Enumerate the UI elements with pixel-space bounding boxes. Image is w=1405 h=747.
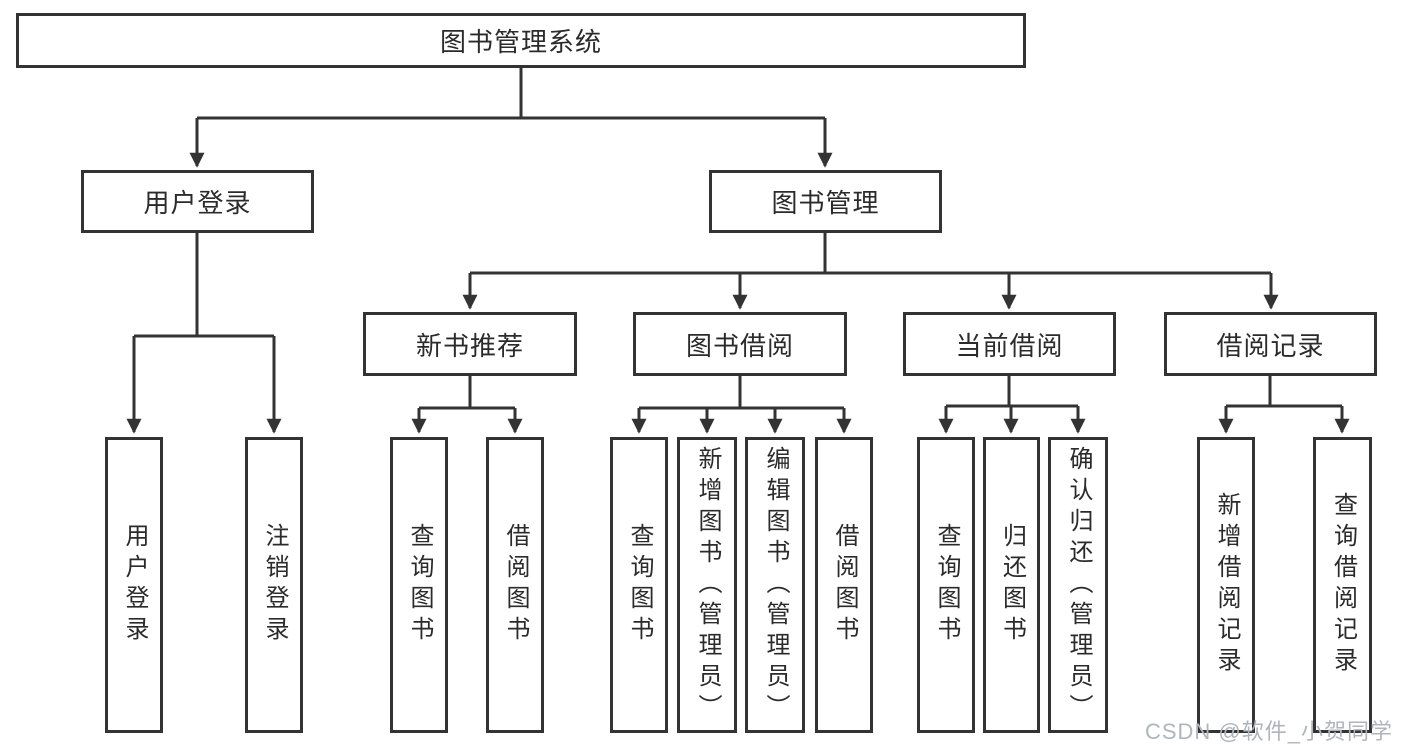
node-user-login-branch: 用户登录 bbox=[81, 170, 314, 233]
node-root-library-management-system: 图书管理系统 bbox=[16, 13, 1026, 68]
node-leaf-query-book-1: 查询图书 bbox=[390, 437, 448, 733]
node-leaf-query-book-2: 查询图书 bbox=[610, 437, 668, 733]
node-current-borrowing: 当前借阅 bbox=[903, 312, 1116, 376]
node-book-borrowing: 图书借阅 bbox=[633, 312, 847, 376]
node-leaf-edit-book-admin: 编辑图书（管理员） bbox=[745, 437, 805, 733]
node-leaf-user-login: 用户登录 bbox=[105, 437, 163, 733]
node-book-management-branch: 图书管理 bbox=[709, 170, 942, 233]
node-leaf-query-borrow-record: 查询借阅记录 bbox=[1313, 437, 1372, 733]
node-leaf-query-book-3: 查询图书 bbox=[917, 437, 975, 733]
csdn-watermark: CSDN @软件_小贺同学 bbox=[1144, 719, 1393, 744]
node-leaf-return-book: 归还图书 bbox=[983, 437, 1040, 733]
node-leaf-confirm-return-admin: 确认归还（管理员） bbox=[1048, 437, 1108, 733]
node-leaf-add-book-admin: 新增图书（管理员） bbox=[677, 437, 737, 733]
node-leaf-logout: 注销登录 bbox=[245, 437, 303, 733]
node-leaf-add-borrow-record: 新增借阅记录 bbox=[1197, 437, 1255, 733]
node-borrowing-records: 借阅记录 bbox=[1164, 312, 1377, 376]
node-new-book-recommendation: 新书推荐 bbox=[363, 312, 577, 376]
node-leaf-borrow-book-2: 借阅图书 bbox=[815, 437, 873, 733]
node-leaf-borrow-book-1: 借阅图书 bbox=[486, 437, 544, 733]
